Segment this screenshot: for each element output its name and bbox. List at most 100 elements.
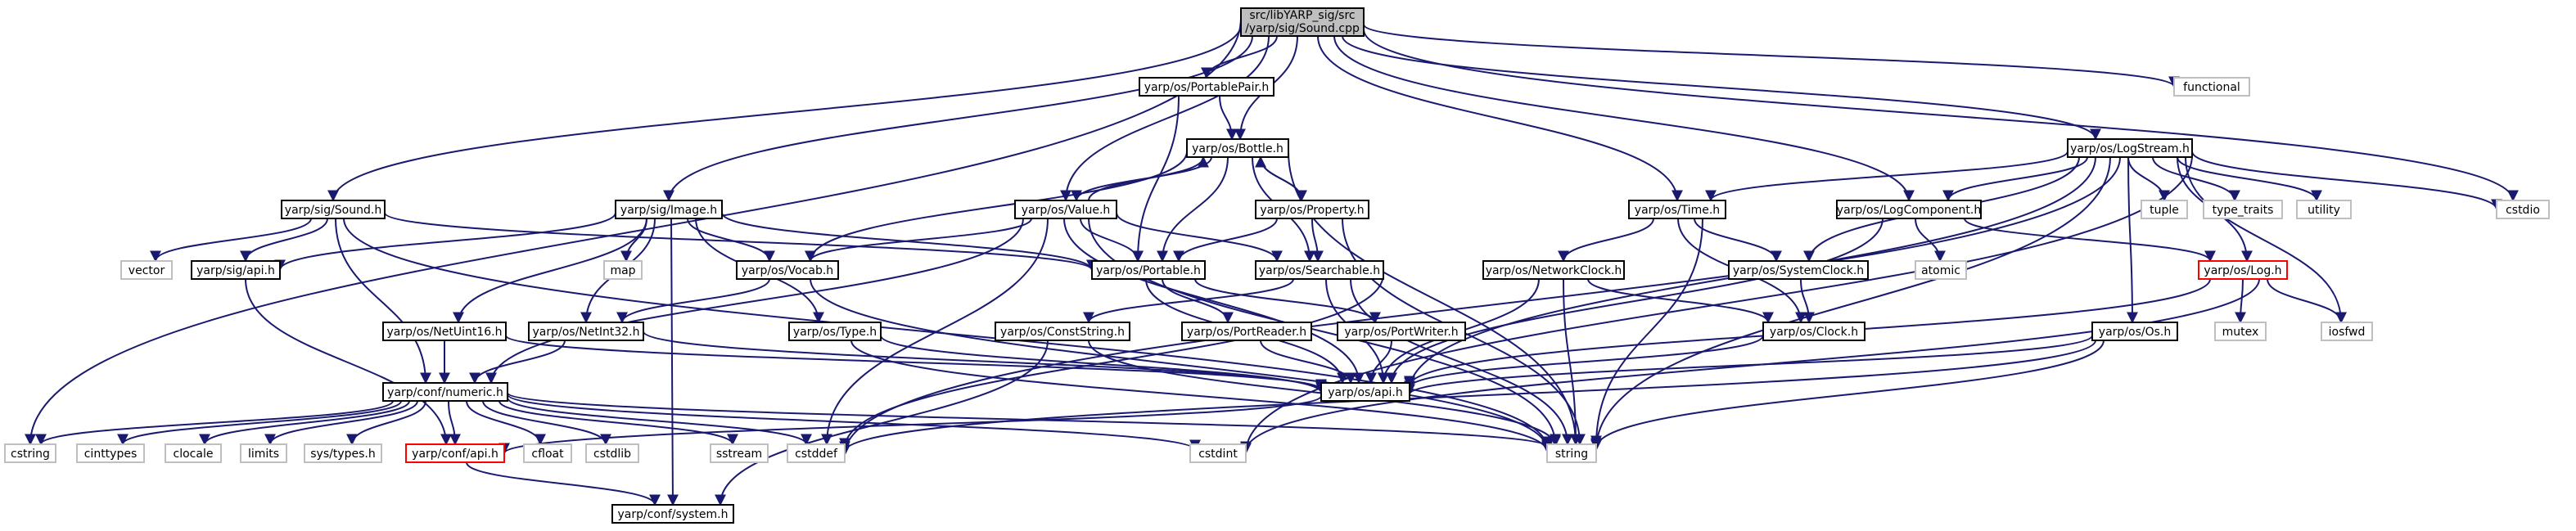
node-sig-api-h[interactable]: yarp/sig/api.h [191,260,281,280]
node-clocale[interactable]: clocale [165,443,222,463]
edge-property-portable [1173,218,1278,263]
edge-logstream-iosfwd [2185,156,2347,324]
node-os-api-h[interactable]: yarp/os/api.h [1320,382,1410,402]
svg-text:sys/types.h: sys/types.h [310,448,375,461]
node-conf-api-h[interactable]: yarp/conf/api.h [405,443,505,463]
edge-logstream-string [1590,156,2111,452]
edge-logstream-utility [2177,156,2322,202]
edge-log-iosfwd [2267,278,2347,324]
node-vocab-h[interactable]: yarp/os/Vocab.h [736,260,839,280]
node-log-stream[interactable]: yarp/os/LogStream.h [2067,138,2193,158]
edge-logstream-typetraits [2152,156,2240,202]
node-bottle[interactable]: yarp/os/Bottle.h [1186,138,1289,158]
edge-searchable-conststring [1083,278,1294,324]
edge-image-sigapi [274,212,616,272]
node-utility[interactable]: utility [2296,200,2352,219]
edge-root-cstring [25,17,1242,446]
edge-property-searchable [1311,218,1324,263]
edge-image-vocab [687,218,775,263]
node-portable-h[interactable]: yarp/os/Portable.h [1091,260,1206,280]
node-log-component-h[interactable]: yarp/os/LogComponent.h [1836,200,1982,219]
node-iosfwd[interactable]: iosfwd [2321,322,2373,341]
node-port-reader-h[interactable]: yarp/os/PortReader.h [1181,322,1312,341]
root-node-line-1: src/libYARP_sig/src [1249,9,1355,22]
dependency-nodes: src/libYARP_sig/src /yarp/sig/Sound.cpp … [4,7,2550,524]
node-limits[interactable]: limits [240,443,287,463]
node-cinttypes[interactable]: cinttypes [76,443,145,463]
edge-property-bottle [1255,155,1302,201]
node-vector[interactable]: vector [120,260,173,280]
edge-numeric-string [507,392,1553,448]
node-portable-pair[interactable]: yarp/os/PortablePair.h [1139,77,1274,97]
svg-text:yarp/os/Searchable.h: yarp/os/Searchable.h [1259,264,1380,277]
edge-image-map [620,218,647,263]
svg-text:cstdio: cstdio [2506,204,2540,217]
edge-bottle-portable [1157,156,1229,263]
node-type-traits[interactable]: type_traits [2203,200,2283,219]
node-log-h[interactable]: yarp/os/Log.h [2198,260,2288,280]
edge-portablepair-portable [1132,95,1180,263]
svg-text:yarp/os/Value.h: yarp/os/Value.h [1022,204,1111,217]
svg-text:yarp/os/SystemClock.h: yarp/os/SystemClock.h [1733,264,1864,277]
node-network-clock-h[interactable]: yarp/os/NetworkClock.h [1482,260,1625,280]
edge-log-mutex [2235,278,2247,324]
node-conf-numeric-h[interactable]: yarp/conf/numeric.h [382,382,508,402]
node-conf-system-h[interactable]: yarp/conf/system.h [611,504,734,524]
node-sig-sound-h[interactable]: yarp/sig/Sound.h [281,200,386,219]
node-cstdio[interactable]: cstdio [2496,200,2550,219]
edge-portablepair-bottle [1219,95,1238,141]
edge-root-functional [1363,24,2180,88]
node-value-h[interactable]: yarp/os/Value.h [1014,200,1117,219]
edge-netuint16-osapi [505,335,1327,391]
edge-sound-portable [384,212,1098,272]
root-node-sound-cpp[interactable]: src/libYARP_sig/src /yarp/sig/Sound.cpp [1240,7,1365,37]
edge-root-logstream [1342,35,2101,141]
node-cstring[interactable]: cstring [4,443,56,463]
svg-text:type_traits: type_traits [2213,204,2274,217]
node-functional[interactable]: functional [2173,77,2250,97]
node-os-h[interactable]: yarp/os/Os.h [2091,322,2178,341]
edge-time-systemclock [1694,218,1782,263]
svg-text:yarp/os/ConstString.h: yarp/os/ConstString.h [1000,326,1125,339]
svg-text:yarp/sig/api.h: yarp/sig/api.h [196,264,275,277]
node-cfloat[interactable]: cfloat [523,443,572,463]
node-port-writer-h[interactable]: yarp/os/PortWriter.h [1337,322,1466,341]
node-mutex[interactable]: mutex [2214,322,2267,341]
edge-conststring-confsystem [715,340,1049,506]
node-const-string-h[interactable]: yarp/os/ConstString.h [995,322,1130,341]
node-searchable-h[interactable]: yarp/os/Searchable.h [1255,260,1384,280]
node-sstream[interactable]: sstream [710,443,769,463]
node-time-h[interactable]: yarp/os/Time.h [1628,200,1726,219]
svg-text:yarp/os/NetUint16.h: yarp/os/NetUint16.h [386,326,502,339]
svg-text:yarp/os/Bottle.h: yarp/os/Bottle.h [1192,142,1283,155]
edge-portwriter-osapi [1365,340,1392,385]
node-clock-h[interactable]: yarp/os/Clock.h [1762,322,1865,341]
edge-logcomponent-log [1964,218,2216,263]
edge-vocab-netint32 [616,278,770,324]
node-sig-image-h[interactable]: yarp/sig/Image.h [615,200,723,219]
edge-value-portable [1080,218,1144,263]
node-cstddef[interactable]: cstddef [787,443,846,463]
node-system-clock-h[interactable]: yarp/os/SystemClock.h [1728,260,1869,280]
edge-numeric-clocale [199,400,410,446]
node-string[interactable]: string [1546,443,1597,463]
node-cstdint[interactable]: cstdint [1189,443,1247,463]
edge-image-portable [721,212,1098,272]
svg-text:yarp/os/Vocab.h: yarp/os/Vocab.h [742,264,833,277]
node-cstdlib[interactable]: cstdlib [585,443,639,463]
svg-text:yarp/os/PortReader.h: yarp/os/PortReader.h [1187,326,1306,339]
node-map[interactable]: map [603,260,643,280]
node-net-int32-h[interactable]: yarp/os/NetInt32.h [528,322,644,341]
svg-text:yarp/os/NetInt32.h: yarp/os/NetInt32.h [532,326,639,339]
svg-text:sstream: sstream [716,448,762,461]
edge-image-confsystem [666,218,679,506]
node-net-uint16-h[interactable]: yarp/os/NetUint16.h [382,322,507,341]
node-type-h[interactable]: yarp/os/Type.h [788,322,882,341]
node-tuple[interactable]: tuple [2141,200,2188,219]
edge-image-netuint16 [453,218,647,324]
node-property-h[interactable]: yarp/os/Property.h [1255,200,1369,219]
node-sys-types-h[interactable]: sys/types.h [304,443,382,463]
edge-logstream-logcomponent [1942,156,2088,202]
edge-numeric-limits [264,400,418,446]
node-atomic[interactable]: atomic [1915,260,1967,280]
